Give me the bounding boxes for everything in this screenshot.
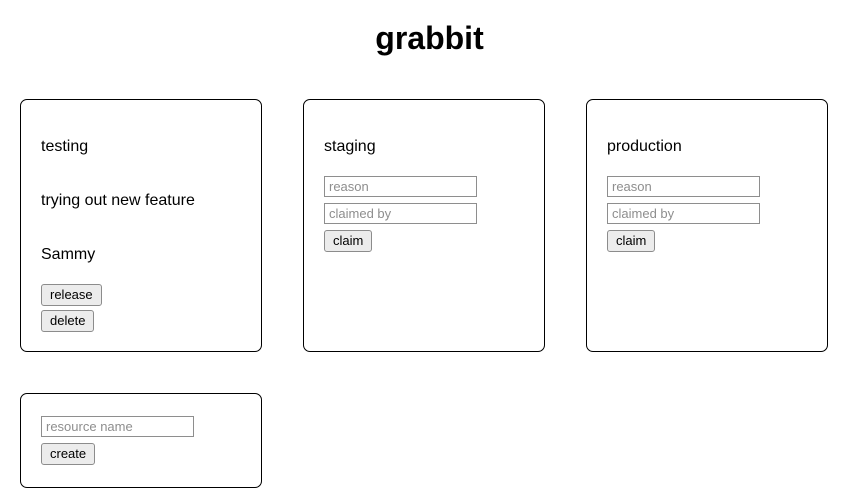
resource-claimed-by: Sammy [41, 246, 96, 263]
release-button[interactable]: release [41, 284, 102, 306]
reason-input[interactable] [324, 176, 477, 197]
resource-card-staging: staging claim [303, 99, 545, 352]
claimed-by-input[interactable] [607, 203, 760, 224]
resource-name-input[interactable] [41, 416, 194, 437]
create-resource-card: create [20, 393, 262, 488]
resource-claim-reason: trying out new feature [41, 192, 195, 209]
resource-card-testing: testing trying out new feature Sammy rel… [20, 99, 262, 352]
reason-input[interactable] [607, 176, 760, 197]
create-button[interactable]: create [41, 443, 96, 465]
delete-button[interactable]: delete [41, 310, 95, 332]
claim-button[interactable]: claim [607, 230, 656, 252]
resource-name: production [607, 138, 682, 155]
claimed-by-input[interactable] [324, 203, 477, 224]
card-list: testing trying out new feature Sammy rel… [0, 99, 859, 488]
resource-name: staging [324, 138, 376, 155]
resource-card-production: production claim [586, 99, 828, 352]
claim-button[interactable]: claim [324, 230, 373, 252]
page-title: grabbit [375, 20, 484, 56]
resource-name: testing [41, 138, 89, 155]
